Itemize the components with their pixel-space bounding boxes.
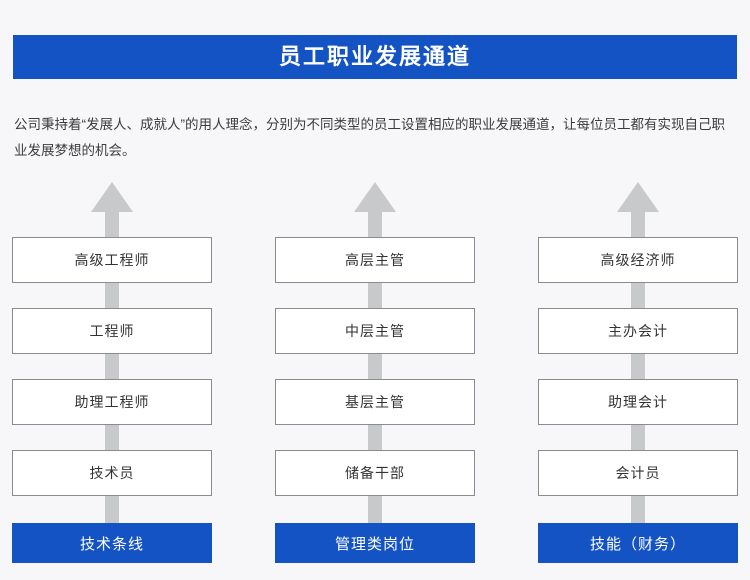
career-track-management: 高层主管 中层主管 基层主管 储备干部 管理类岗位 [275,176,475,568]
career-step-box[interactable]: 高层主管 [275,237,475,283]
career-track-skill-finance: 高级经济师 主办会计 助理会计 会计员 技能（财务） [538,176,738,568]
career-step-box[interactable]: 中层主管 [275,308,475,354]
career-step-box[interactable]: 工程师 [12,308,212,354]
career-step-box[interactable]: 会计员 [538,450,738,496]
career-step-box[interactable]: 技术员 [12,450,212,496]
career-track-steps: 高级经济师 主办会计 助理会计 会计员 [538,237,738,521]
career-track-footer[interactable]: 技能（财务） [538,523,738,563]
intro-paragraph: 公司秉持着“发展人、成就人”的用人理念，分别为不同类型的员工设置相应的职业发展通… [14,116,725,158]
career-track-footer[interactable]: 管理类岗位 [275,523,475,563]
career-track-steps: 高层主管 中层主管 基层主管 储备干部 [275,237,475,521]
career-step-box[interactable]: 高级工程师 [12,237,212,283]
career-tracks-container: 高级工程师 工程师 助理工程师 技术员 技术条线 高层主管 中层主管 基层主管 … [0,176,750,568]
arrow-head-shape [354,182,396,212]
page-title: 员工职业发展通道 [278,44,471,69]
career-step-box[interactable]: 储备干部 [275,450,475,496]
career-step-box[interactable]: 主办会计 [538,308,738,354]
career-step-box[interactable]: 基层主管 [275,379,475,425]
arrow-head-shape [91,182,133,212]
career-step-box[interactable]: 高级经济师 [538,237,738,283]
career-step-box[interactable]: 助理工程师 [12,379,212,425]
page-title-banner: 员工职业发展通道 [13,35,737,79]
career-step-box[interactable]: 助理会计 [538,379,738,425]
career-track-footer[interactable]: 技术条线 [12,523,212,563]
career-track-steps: 高级工程师 工程师 助理工程师 技术员 [12,237,212,521]
career-track-technical: 高级工程师 工程师 助理工程师 技术员 技术条线 [12,176,212,568]
arrow-head-shape [617,182,659,212]
